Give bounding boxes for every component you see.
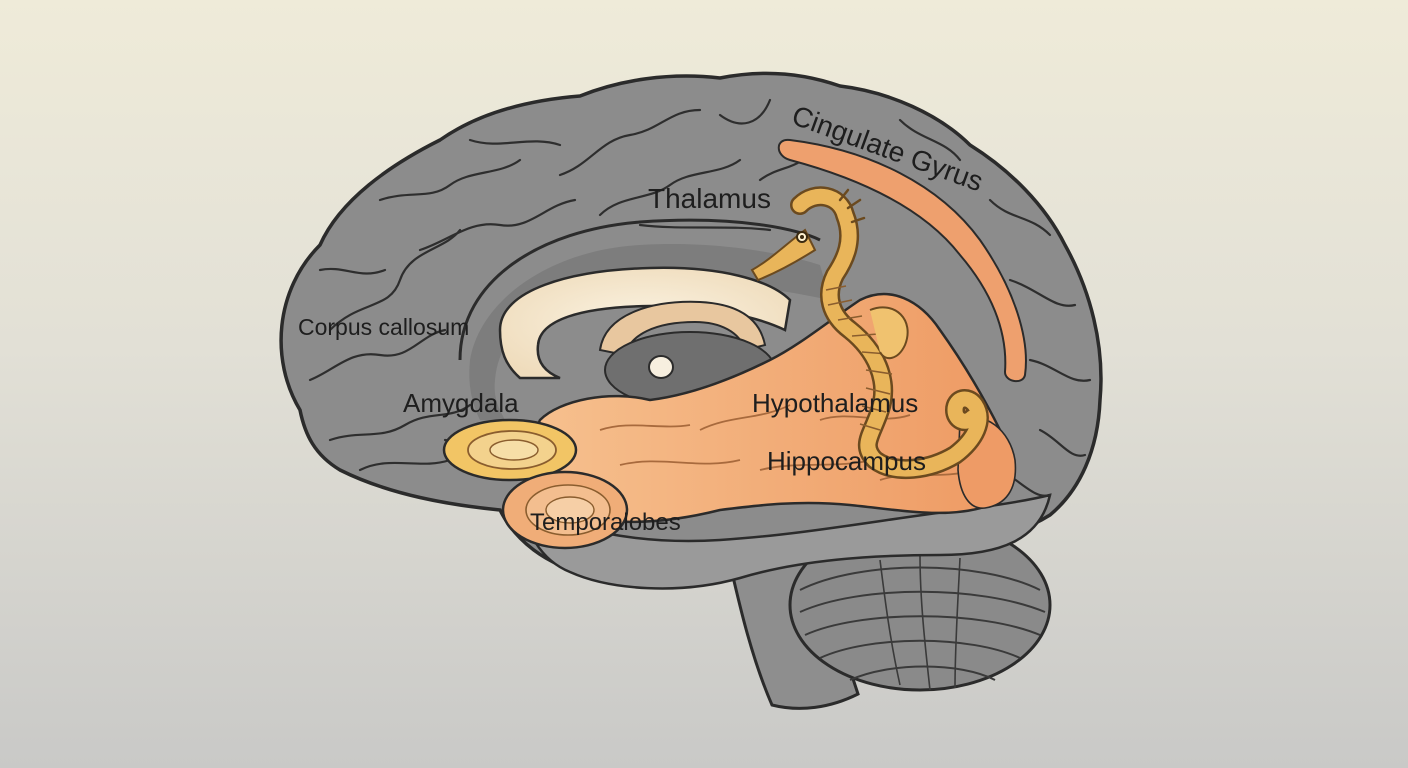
label-amygdala: Amygdala [403, 388, 519, 418]
temporal-shelf [518, 493, 1052, 590]
seahorse-icon [750, 186, 989, 480]
thalamus-node [648, 355, 674, 379]
amygdala-shape [442, 418, 578, 482]
cingulate-sulcus [458, 218, 821, 361]
label-hippocampus: Hippocampus [767, 446, 926, 476]
temporal-lobe-shape [501, 470, 629, 550]
label-thalamus: Thalamus [648, 183, 771, 214]
label-corpus-callosum: Corpus callosum [298, 314, 469, 340]
cingulate-gyrus-band [777, 138, 1027, 383]
gyri [308, 98, 1092, 497]
label-temporal-lobes: Temporalobes [530, 509, 681, 536]
fornix [598, 300, 767, 357]
label-hypothalamus: Hypothalamus [752, 388, 918, 418]
